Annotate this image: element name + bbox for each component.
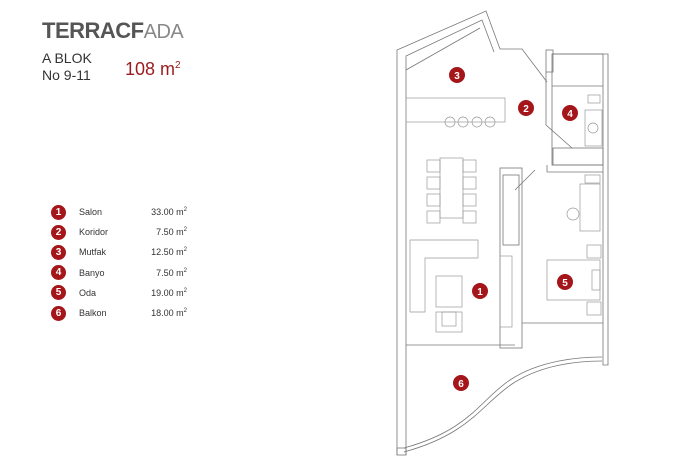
total-area-sup: 2 (175, 60, 181, 71)
room-name: Balkon (79, 308, 107, 319)
room-name: Mutfak (79, 247, 107, 258)
svg-text:5: 5 (562, 278, 568, 289)
logo-bold: TERRACF (42, 18, 144, 43)
room-badge: 4 (51, 265, 66, 281)
room-marker-2: 2 (518, 100, 534, 116)
room-area-value: 7.50 m (156, 227, 184, 238)
room-area: 12.50 m2 (137, 247, 187, 257)
walls (396, 10, 609, 456)
sup: 2 (183, 247, 187, 254)
room-area-value: 19.00 m (151, 287, 184, 298)
room-area: 7.50 m2 (137, 227, 187, 237)
sup: 2 (183, 308, 187, 315)
room-name: Banyo (79, 267, 105, 278)
room-name: Salon (79, 207, 103, 218)
total-area: 108 m2 (125, 59, 181, 80)
room-name: Oda (79, 287, 97, 298)
room-marker-3: 3 (449, 67, 465, 83)
room-badge: 2 (51, 224, 66, 240)
legend-item: 6 Balkon 18.00 m2 (51, 303, 187, 323)
legend-item: 1 Salon 33.00 m2 (51, 202, 187, 222)
brand-logo: TERRACFADA (42, 18, 184, 44)
svg-text:3: 3 (454, 71, 460, 82)
room-area: 7.50 m2 (137, 268, 187, 278)
room-badge: 6 (51, 305, 66, 321)
room-badge: 3 (51, 244, 66, 260)
room-marker-4: 4 (562, 105, 578, 121)
logo-light: ADA (143, 21, 184, 43)
svg-text:1: 1 (477, 287, 483, 298)
unit-numbers: No 9-11 (42, 67, 91, 83)
room-area-value: 18.00 m (151, 308, 184, 319)
block-info: A BLOK No 9-11 (42, 50, 92, 84)
sup: 2 (183, 267, 187, 274)
room-badge: 5 (51, 285, 66, 301)
room-area-value: 12.50 m (151, 247, 184, 258)
room-area: 18.00 m2 (137, 308, 187, 318)
legend-item: 4 Banyo 7.50 m2 (51, 263, 187, 283)
room-area: 33.00 m2 (137, 207, 187, 217)
sup: 2 (183, 207, 187, 214)
furniture (405, 94, 603, 333)
room-markers: 1 2 3 4 5 6 (449, 67, 578, 391)
legend-item: 3 Mutfak 12.50 m2 (51, 242, 187, 262)
sup: 2 (183, 287, 187, 294)
total-area-value: 108 m (125, 59, 176, 79)
room-name: Koridor (79, 227, 109, 238)
room-area: 19.00 m2 (137, 288, 187, 298)
room-marker-5: 5 (557, 274, 573, 290)
room-badge: 1 (51, 204, 66, 220)
room-marker-1: 1 (472, 283, 488, 299)
room-marker-6: 6 (453, 375, 469, 391)
room-area-value: 7.50 m (156, 267, 184, 278)
block-label: A BLOK (42, 50, 92, 66)
svg-text:6: 6 (458, 379, 464, 390)
svg-text:4: 4 (567, 109, 573, 120)
svg-text:2: 2 (523, 104, 529, 115)
legend-item: 5 Oda 19.00 m2 (51, 283, 187, 303)
room-area-value: 33.00 m (151, 207, 184, 218)
sup: 2 (183, 227, 187, 234)
